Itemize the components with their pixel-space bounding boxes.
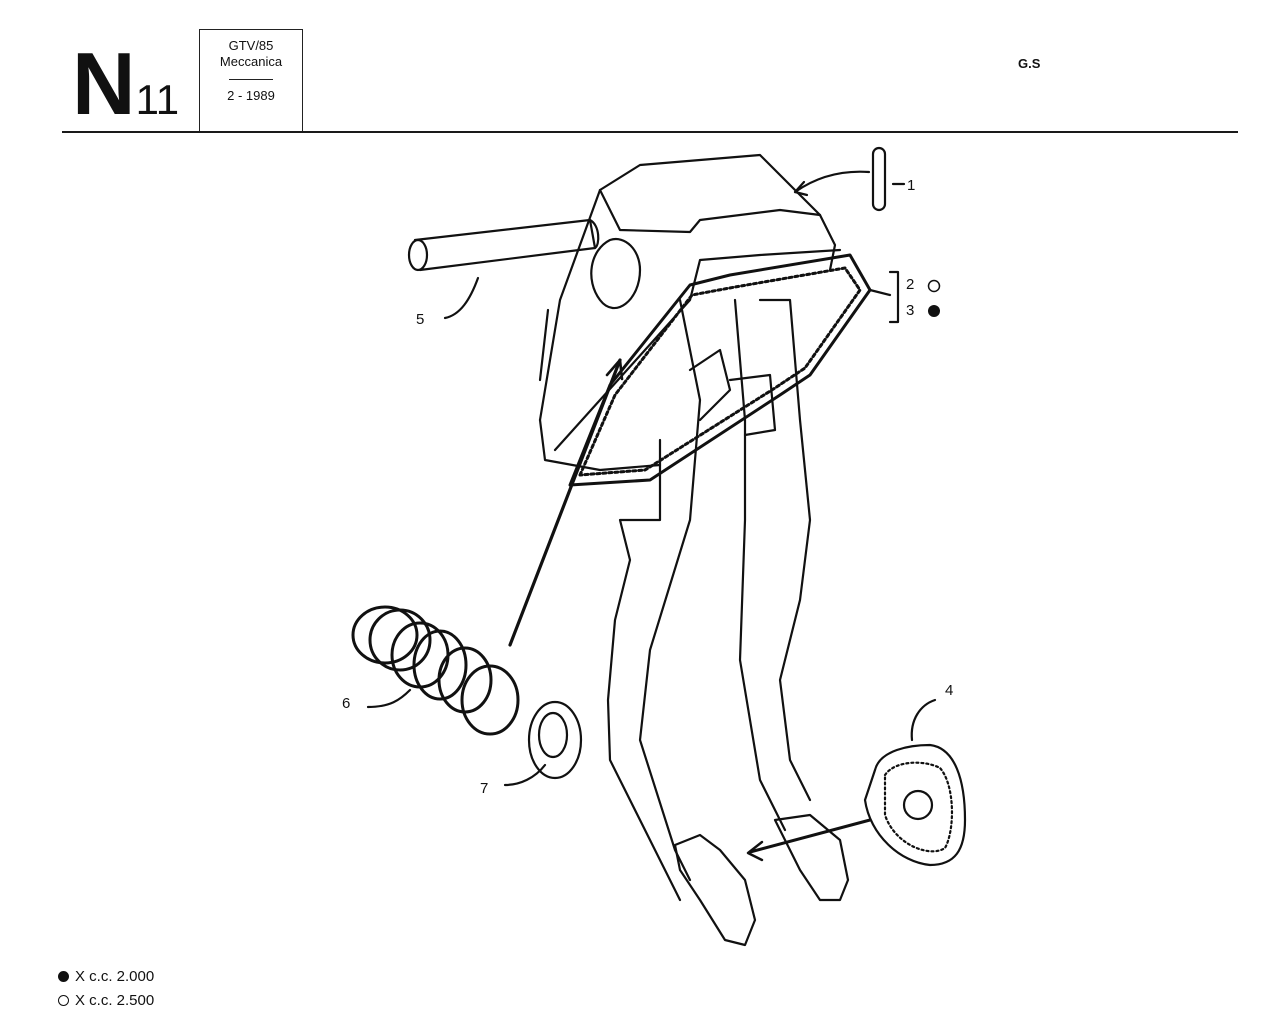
variant-marker-3-filled xyxy=(928,305,940,317)
callout-5: 5 xyxy=(416,311,424,328)
filled-circle-icon xyxy=(58,971,69,982)
clutch-pedal-arm xyxy=(606,298,757,947)
header-divider xyxy=(229,79,273,80)
variant-marker-2-hollow xyxy=(927,279,941,293)
legend-item-2000: X c.c. 2.000 xyxy=(58,968,154,985)
pin-part-1 xyxy=(871,146,887,212)
sheet-code: N11 xyxy=(72,40,179,128)
legend-text-2500: X c.c. 2.500 xyxy=(75,992,155,1009)
callout-3: 3 xyxy=(906,302,914,319)
spring-part-6 xyxy=(351,605,520,736)
callout-2: 2 xyxy=(906,276,914,293)
sheet-letter: N xyxy=(72,34,136,133)
legend-text-2000: X c.c. 2.000 xyxy=(75,968,155,985)
group-code: G.S xyxy=(1018,56,1041,71)
brake-pedal-arm xyxy=(733,298,850,902)
callout-4: 4 xyxy=(945,682,953,699)
section-label: Meccanica xyxy=(219,54,283,69)
legend-item-2500: X c.c. 2.500 xyxy=(58,992,154,1009)
hollow-circle-icon xyxy=(58,995,69,1006)
model-label: GTV/85 xyxy=(228,38,274,53)
callout-1: 1 xyxy=(907,177,915,194)
callout-6: 6 xyxy=(342,695,350,712)
header-rule xyxy=(62,131,1238,133)
date-label: 2 - 1989 xyxy=(227,88,275,103)
pedal-pad-part-4 xyxy=(863,743,967,867)
spring-seat-part-7 xyxy=(527,700,583,780)
shaft-part-5 xyxy=(407,218,600,272)
callout-7: 7 xyxy=(480,780,488,797)
gasket xyxy=(568,253,872,487)
sheet-number: 11 xyxy=(135,76,180,123)
header-info-box: GTV/85 Meccanica 2 - 1989 xyxy=(199,29,303,133)
pedal-box-housing xyxy=(538,153,842,472)
